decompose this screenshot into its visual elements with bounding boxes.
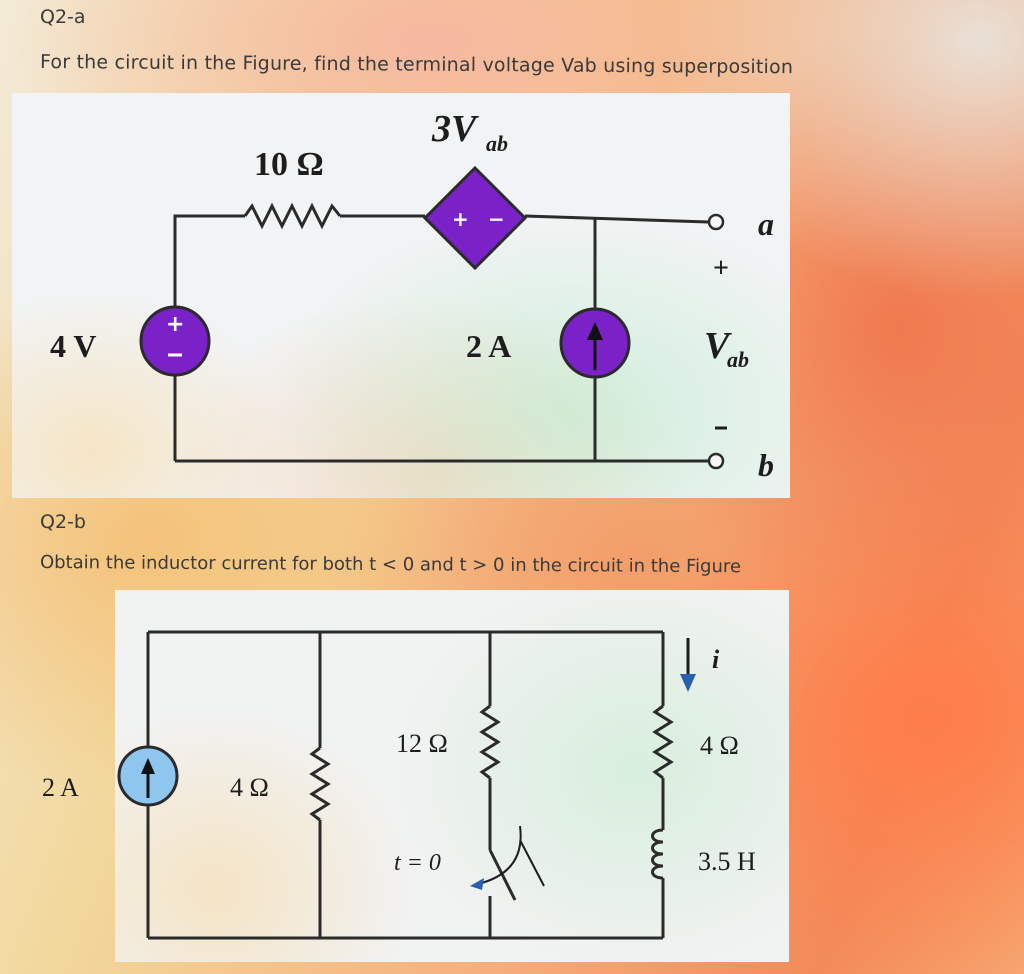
dep-plus: + xyxy=(452,207,469,231)
circuit-b xyxy=(146,630,674,940)
label-b-4ohm-right: 4 Ω xyxy=(700,731,739,760)
inductor-coil xyxy=(651,828,664,880)
vs-plus: + xyxy=(166,312,184,337)
label-b-4ohm-left: 4 Ω xyxy=(230,773,269,802)
circuit-b-panel xyxy=(115,590,789,962)
current-arrow-i xyxy=(680,638,696,692)
label-3vab-main: 3V xyxy=(431,108,479,150)
dependent-voltage-source: + − xyxy=(422,165,528,271)
label-3vab-sub: ab xyxy=(486,131,508,156)
voltage-source-4v: + xyxy=(139,305,211,377)
label-terminal-b: b xyxy=(758,447,774,483)
label-terminal-a: a xyxy=(758,206,774,242)
label-b-switch: t = 0 xyxy=(394,850,441,876)
current-source-b xyxy=(117,745,179,807)
resistor-4-left-zigzag xyxy=(309,746,331,822)
label-b-inductor: 3.5 H xyxy=(698,847,756,876)
wire-left-top xyxy=(173,214,245,327)
terminal-b-dot xyxy=(707,452,725,470)
label-b-12ohm: 12 Ω xyxy=(396,729,448,758)
terminal-a-dot xyxy=(707,213,725,231)
resistor-12-zigzag xyxy=(479,704,501,780)
label-vab-plus: + xyxy=(713,253,729,284)
label-2a: 2 A xyxy=(466,328,511,364)
circuit-a-panel xyxy=(12,93,790,498)
circuit-a xyxy=(173,202,709,463)
resistor-4-right-zigzag xyxy=(652,704,674,780)
question-a-label: Q2-a xyxy=(40,6,86,28)
label-vab-main: V xyxy=(704,325,732,367)
label-vab-sub: ab xyxy=(727,347,749,372)
label-b-2a: 2 A xyxy=(42,773,79,802)
label-4v: 4 V xyxy=(50,328,97,364)
switch-arrow xyxy=(470,825,545,890)
wire-dep-to-a xyxy=(524,214,709,224)
switch-blade xyxy=(488,849,517,901)
question-b-label: Q2-b xyxy=(40,511,86,533)
dep-minus: − xyxy=(488,207,505,231)
label-10-ohm: 10 Ω xyxy=(254,146,324,183)
resistor-10-zigzag xyxy=(243,202,342,230)
current-source-2a xyxy=(559,307,631,379)
label-b-current-i: i xyxy=(712,645,720,674)
